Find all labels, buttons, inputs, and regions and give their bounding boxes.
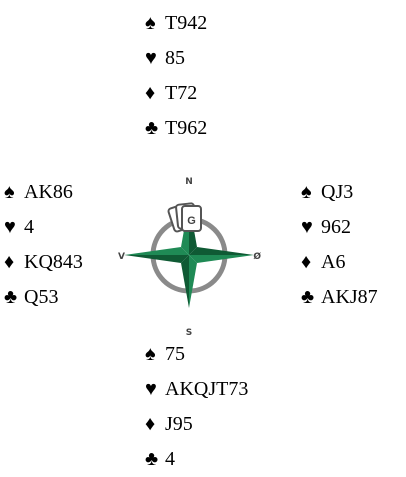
heart-icon: ♥ bbox=[145, 47, 157, 69]
diamond-icon: ♦ bbox=[145, 82, 156, 104]
west-diamonds: ♦ KQ843 bbox=[4, 245, 83, 280]
north-diamonds-cards: T72 bbox=[165, 82, 198, 104]
spade-icon: ♠ bbox=[145, 343, 156, 365]
star-west-dark bbox=[124, 255, 189, 263]
dealer-card-label: G bbox=[187, 215, 196, 227]
spade-icon: ♠ bbox=[301, 181, 312, 203]
compass-north-label: N bbox=[185, 177, 193, 187]
star-west-light bbox=[124, 247, 189, 255]
north-clubs-cards: T962 bbox=[165, 117, 208, 139]
heart-icon: ♥ bbox=[145, 378, 157, 400]
spade-icon: ♠ bbox=[4, 181, 15, 203]
star-south-dark bbox=[181, 255, 189, 308]
west-clubs-cards: Q53 bbox=[24, 286, 59, 308]
north-hand: ♠ T942 ♥ 85 ♦ T72 ♣ T962 bbox=[145, 6, 207, 146]
east-spades-cards: QJ3 bbox=[321, 181, 354, 203]
south-diamonds-cards: J95 bbox=[165, 413, 193, 435]
star-east-dark bbox=[189, 247, 254, 255]
diamond-icon: ♦ bbox=[4, 251, 15, 273]
east-diamonds: ♦ A6 bbox=[301, 245, 378, 280]
east-hand: ♠ QJ3 ♥ 962 ♦ A6 ♣ AKJ87 bbox=[301, 175, 378, 315]
north-clubs: ♣ T962 bbox=[145, 111, 207, 146]
west-spades-cards: AK86 bbox=[24, 181, 73, 203]
east-hearts-cards: 962 bbox=[321, 216, 351, 238]
north-hearts: ♥ 85 bbox=[145, 41, 207, 76]
south-hearts-cards: AKQJT73 bbox=[165, 378, 249, 400]
south-hearts: ♥ AKQJT73 bbox=[145, 372, 248, 407]
north-diamonds: ♦ T72 bbox=[145, 76, 207, 111]
star-south-light bbox=[189, 255, 197, 308]
east-diamonds-cards: A6 bbox=[321, 251, 346, 273]
cards-icon: G bbox=[167, 202, 202, 233]
west-hand: ♠AK86 ♥4 ♦KQ843 ♣Q53 bbox=[4, 175, 83, 315]
club-icon: ♣ bbox=[145, 117, 159, 139]
star-east-light bbox=[189, 255, 254, 263]
north-spades-cards: T942 bbox=[165, 12, 208, 34]
spade-icon: ♠ bbox=[145, 12, 156, 34]
south-spades: ♠ 75 bbox=[145, 337, 248, 372]
south-clubs-cards: 4 bbox=[165, 448, 175, 470]
west-hearts: ♥4 bbox=[4, 210, 83, 245]
east-clubs: ♣ AKJ87 bbox=[301, 280, 378, 315]
heart-icon: ♥ bbox=[301, 216, 313, 238]
west-clubs: ♣ Q53 bbox=[4, 280, 83, 315]
east-clubs-cards: AKJ87 bbox=[321, 286, 378, 308]
club-icon: ♣ bbox=[4, 286, 18, 308]
west-diamonds-cards: KQ843 bbox=[24, 251, 83, 273]
south-spades-cards: 75 bbox=[165, 343, 185, 365]
club-icon: ♣ bbox=[301, 286, 315, 308]
compass-west-label: V bbox=[118, 252, 125, 262]
diamond-icon: ♦ bbox=[301, 251, 312, 273]
compass-rose: G N S Ø V bbox=[118, 177, 261, 338]
east-spades: ♠ QJ3 bbox=[301, 175, 378, 210]
west-hearts-cards: 4 bbox=[24, 216, 34, 238]
north-spades: ♠ T942 bbox=[145, 6, 207, 41]
heart-icon: ♥ bbox=[4, 216, 16, 238]
compass-south-label: S bbox=[186, 328, 192, 338]
club-icon: ♣ bbox=[145, 448, 159, 470]
diamond-icon: ♦ bbox=[145, 413, 156, 435]
compass-east-label: Ø bbox=[253, 251, 261, 262]
west-spades: ♠ AK86 bbox=[4, 175, 83, 210]
south-hand: ♠75 ♥AKQJT73 ♦J95 ♣4 bbox=[145, 337, 248, 477]
east-hearts: ♥ 962 bbox=[301, 210, 378, 245]
south-diamonds: ♦ J95 bbox=[145, 407, 248, 442]
south-clubs: ♣4 bbox=[145, 442, 248, 477]
north-hearts-cards: 85 bbox=[165, 47, 185, 69]
